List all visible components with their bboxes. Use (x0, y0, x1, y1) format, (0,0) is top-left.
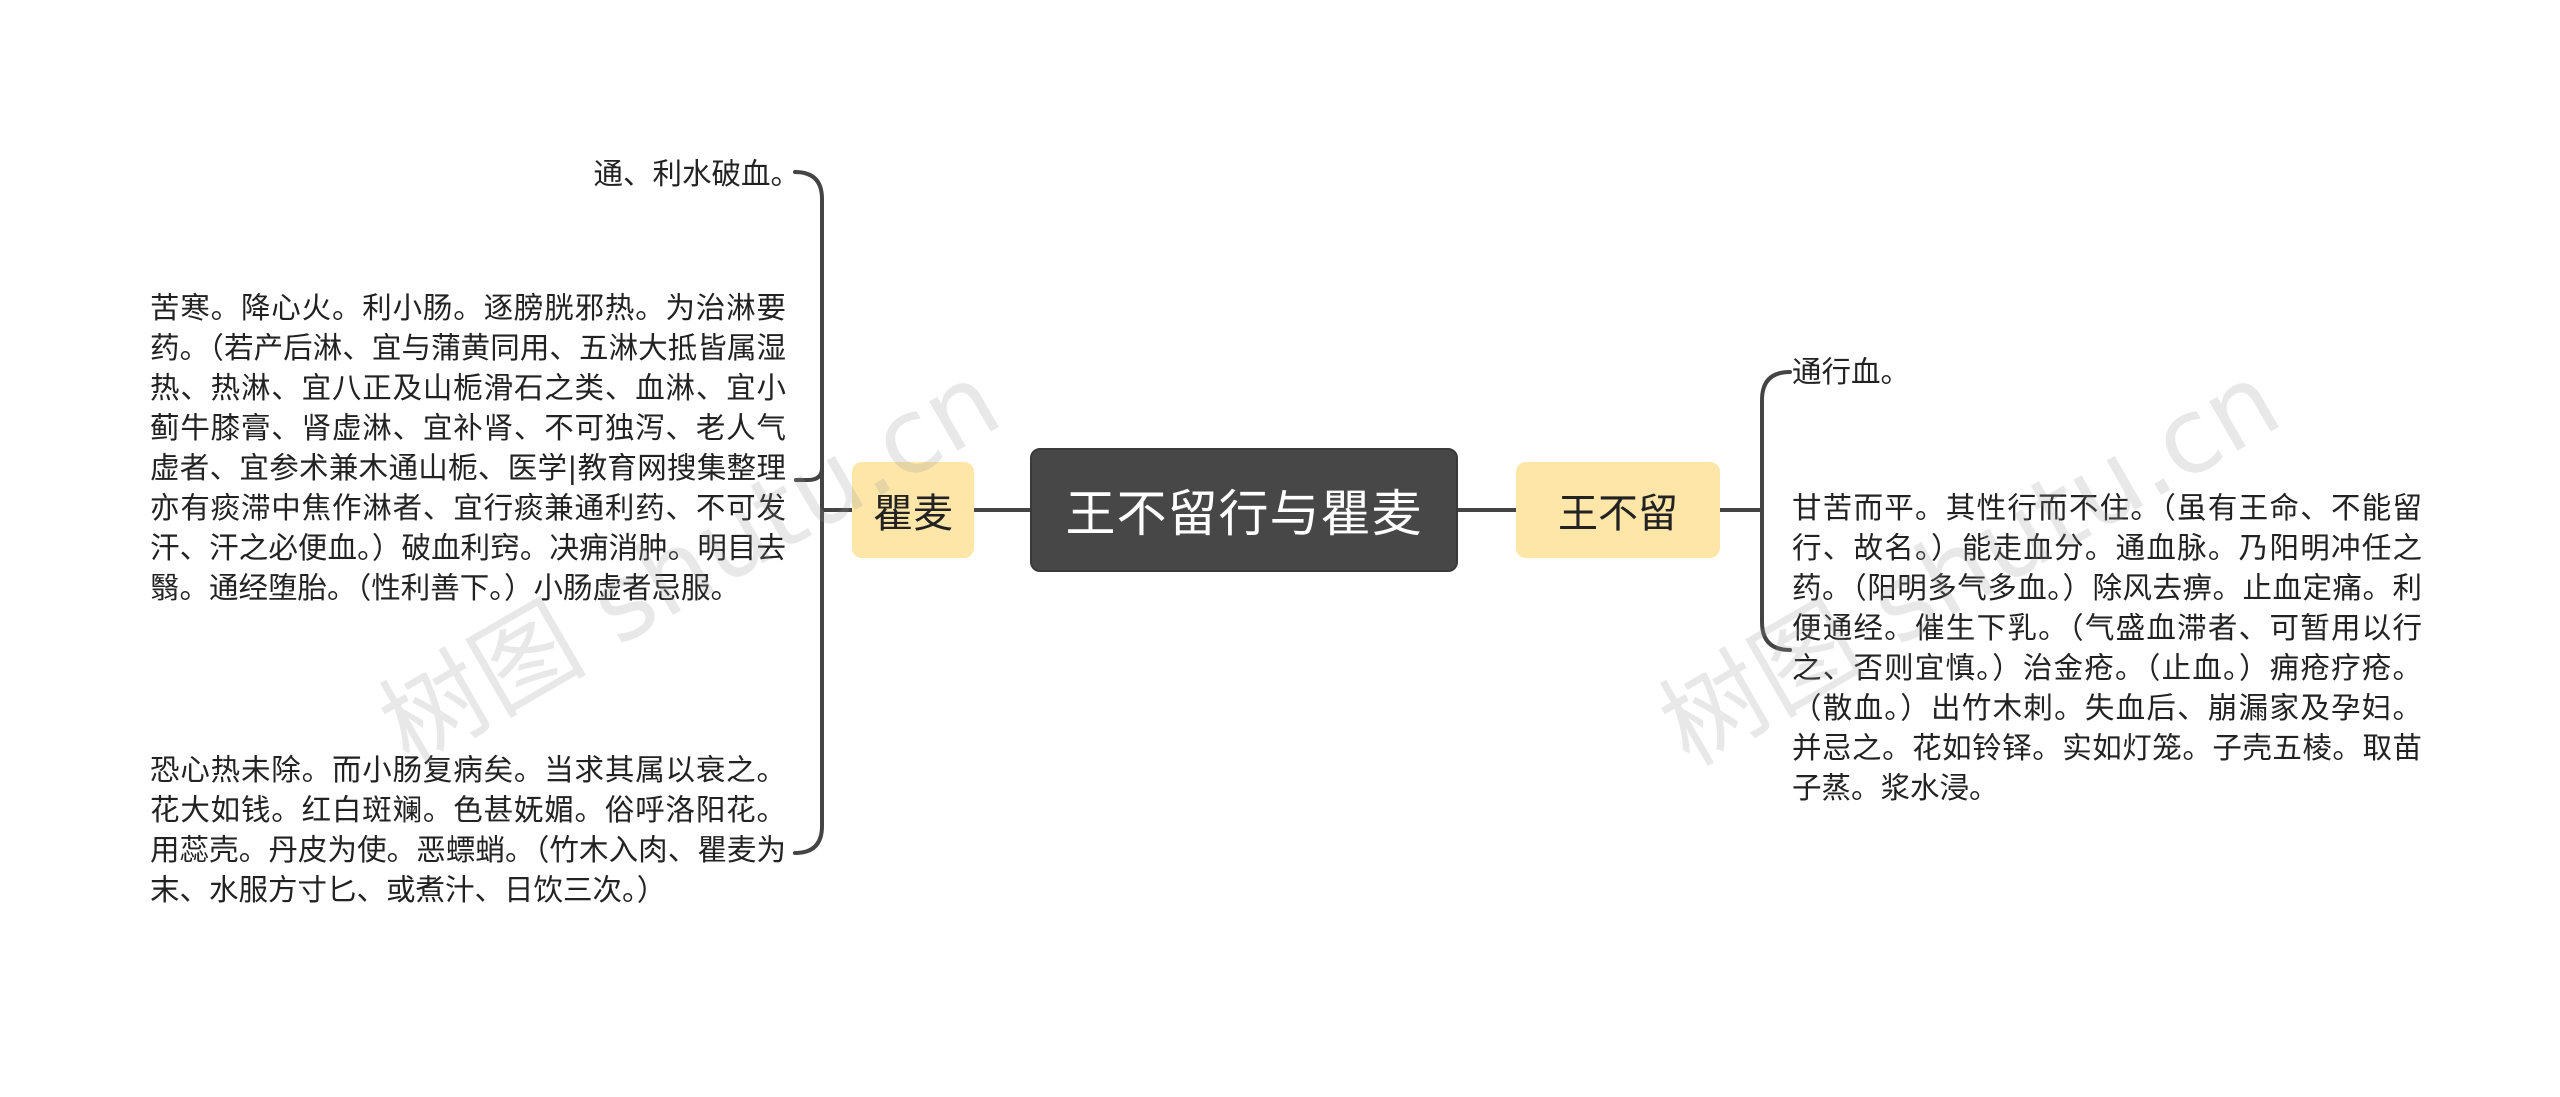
leaf-topic-qumai-1[interactable]: 通、利水破血。 (593, 157, 800, 191)
leaf-topic-qumai-3[interactable]: 恐心热未除。而小肠复病矣。当求其属以衰之。花大如钱。红白斑斓。色甚妩媚。俗呼洛阳… (150, 753, 786, 907)
branch-topic-qumai[interactable]: 瞿麦 (852, 462, 974, 558)
root-topic[interactable]: 王不留行与瞿麦 (1030, 448, 1458, 572)
branch-topic-wangbuliu[interactable]: 王不留 (1516, 462, 1720, 558)
connector-left-leaf2 (794, 466, 824, 482)
leaf-topic-wangbuliu-1[interactable]: 通行血。 (1792, 355, 1911, 389)
connector-right-bracket (1760, 370, 1792, 652)
leaf-topic-wangbuliu-2[interactable]: 甘苦而平。其性行而不住。（虽有王命、不能留行、故名。）能走血分。通血脉。乃阳明冲… (1792, 491, 2422, 805)
leaf-topic-qumai-2[interactable]: 苦寒。降心火。利小肠。逐膀胱邪热。为治淋要药。（若产后淋、宜与蒲黄同用、五淋大抵… (150, 291, 786, 605)
connector-left-bracket (793, 170, 824, 855)
